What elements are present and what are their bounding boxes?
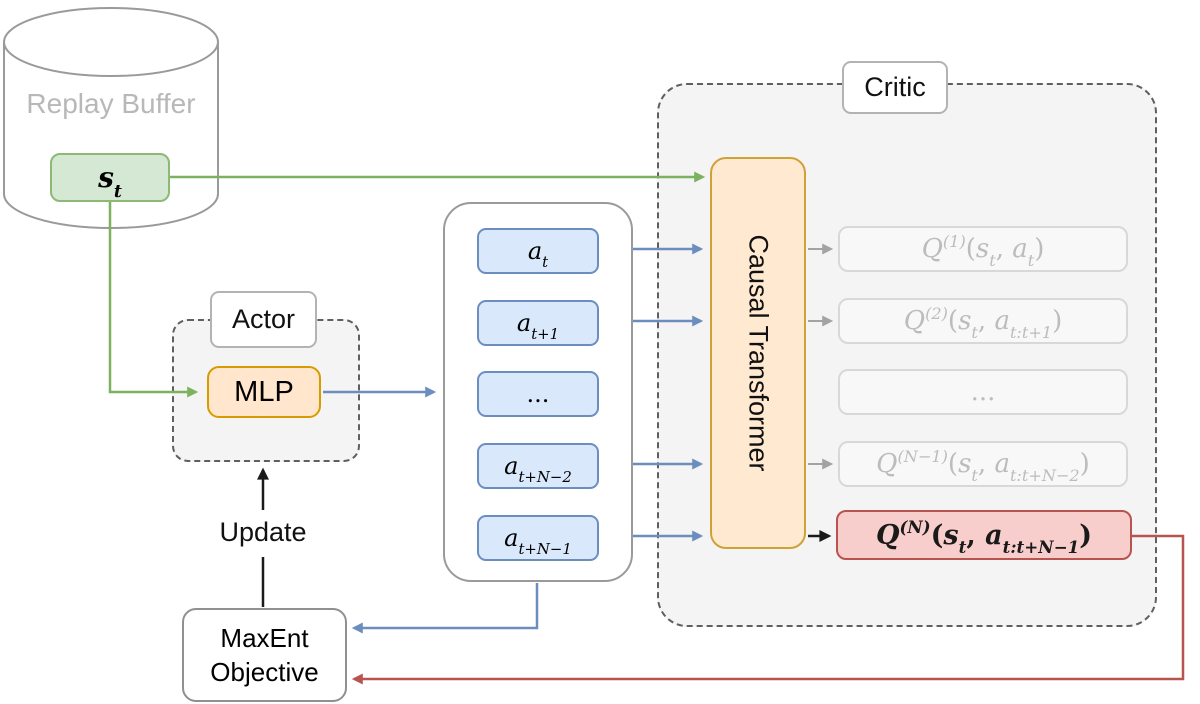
action-token-ellipsis: ... (477, 371, 599, 417)
q-output-2: Q(2)(st, at:t+1) (838, 298, 1128, 344)
action-token-a-t: at (477, 228, 599, 274)
critic-label: Critic (864, 72, 926, 102)
action-token-a-t+N-2: at+N−2 (477, 443, 599, 489)
mlp-box: MLP (207, 366, 321, 418)
action-token-a-t+1: at+1 (477, 300, 599, 346)
q-formula: ... (970, 377, 996, 407)
state-formula: st (98, 161, 122, 202)
q-output-column: Q(1)(st, at) Q(2)(st, at:t+1) ... Q(N−1)… (657, 83, 1157, 627)
q-output-ellipsis: ... (838, 369, 1128, 415)
q-output-N-1: Q(N−1)(st, at:t+N−2) (838, 441, 1128, 487)
actor-label: Actor (231, 304, 296, 334)
action-formula: at+N−2 (504, 452, 572, 487)
actions-to-maxent-arrow (351, 583, 539, 634)
action-token-a-t+N-1: at+N−1 (477, 515, 599, 561)
critic-label-tag: Critic (842, 61, 948, 114)
state-to-mlp-arrow (108, 200, 199, 398)
mlp-label: MLP (234, 375, 294, 408)
state-token: st (50, 153, 170, 202)
action-formula: at (527, 237, 549, 272)
action-formula: ... (526, 380, 550, 408)
action-formula: at+N−1 (504, 524, 572, 559)
actor-label-tag: Actor (210, 291, 317, 348)
action-formula: at+1 (516, 309, 560, 344)
causal-transformer-box: Causal Transformer (710, 157, 806, 549)
maxent-line2: Objective (210, 657, 319, 687)
q-formula: Q(N)(st, at:t+N−1) (875, 516, 1093, 557)
cylinder-top (3, 7, 219, 77)
q-output-N: Q(N)(st, at:t+N−1) (836, 510, 1132, 560)
q-formula: Q(2)(st, at:t+1) (903, 303, 1063, 343)
q-output-1: Q(1)(st, at) (838, 226, 1128, 272)
maxent-line1: MaxEnt (220, 622, 309, 653)
q-formula: Q(N−1)(st, at:t+N−2) (876, 446, 1090, 486)
qN-to-maxent-arrow (351, 534, 1185, 685)
replay-buffer-label: Replay Buffer (26, 88, 196, 119)
q-formula: Q(1)(st, at) (921, 231, 1045, 271)
maxent-objective-box: MaxEnt Objective (182, 608, 347, 702)
update-label: Update (219, 517, 307, 547)
action-sequence-stack: at at+1 ... at+N−2 at+N−1 (443, 202, 633, 582)
